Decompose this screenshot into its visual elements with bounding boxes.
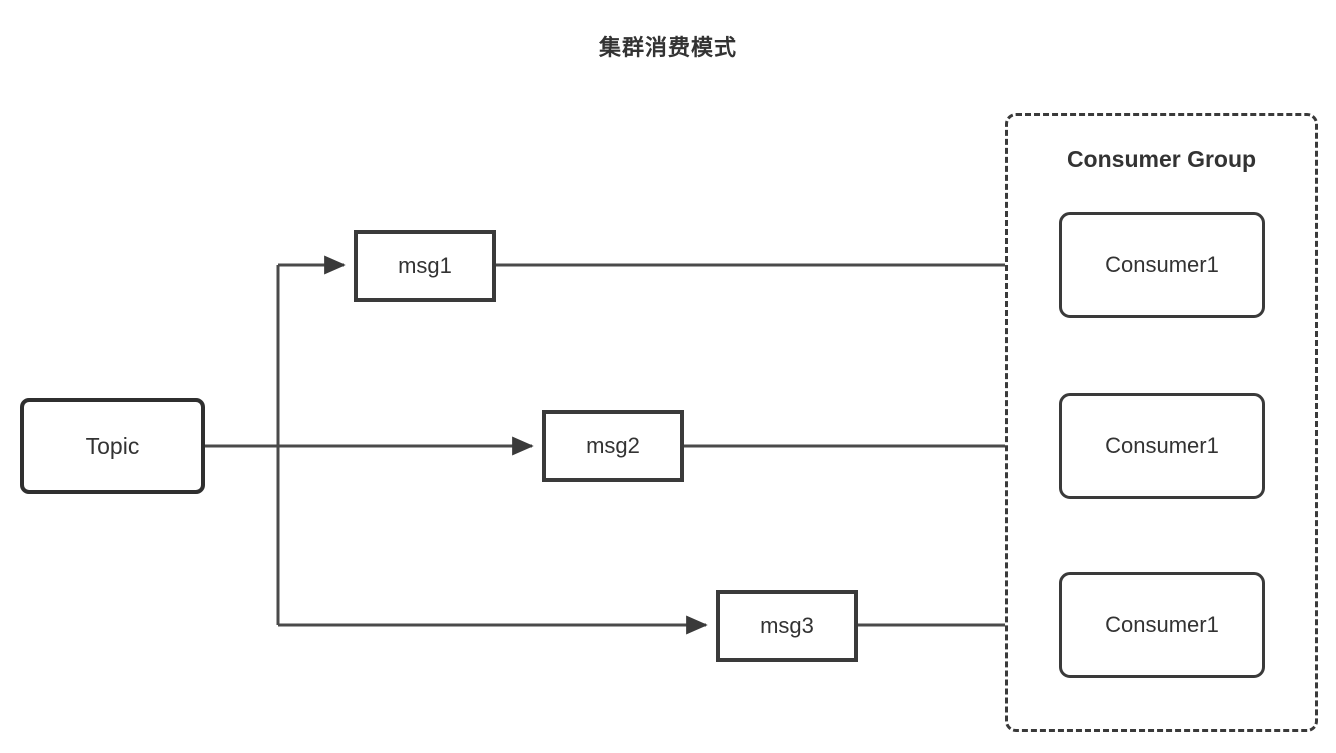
node-topic[interactable]: Topic [20, 398, 205, 494]
node-consumer-2[interactable]: Consumer1 [1059, 393, 1265, 499]
node-msg2[interactable]: msg2 [542, 410, 684, 482]
node-msg1[interactable]: msg1 [354, 230, 496, 302]
node-consumer-3[interactable]: Consumer1 [1059, 572, 1265, 678]
node-msg3[interactable]: msg3 [716, 590, 858, 662]
page-title: 集群消费模式 [598, 35, 737, 60]
node-consumer-1[interactable]: Consumer1 [1059, 212, 1265, 318]
consumer-group-label: Consumer Group [1066, 146, 1257, 172]
